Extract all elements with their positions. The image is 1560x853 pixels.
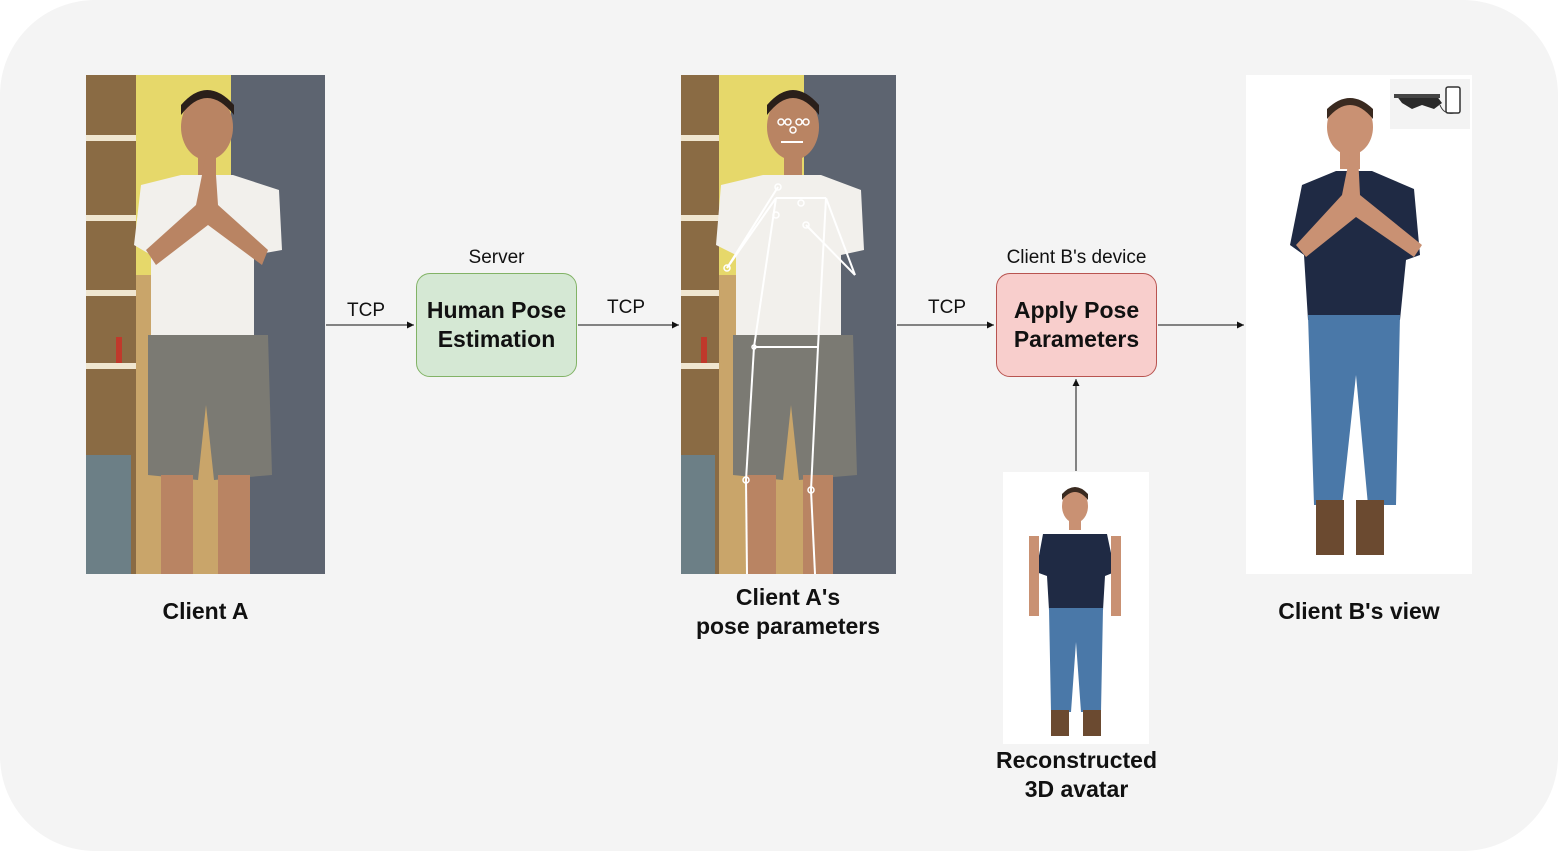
human-pose-estimation-line2: Estimation <box>437 326 556 352</box>
client-a-label: Client A <box>162 598 249 624</box>
tcp-label-3: TCP <box>928 297 966 318</box>
avatar-label-line1: Reconstructed <box>995 747 1158 773</box>
avatar-label-line2: 3D avatar <box>1024 776 1129 802</box>
client-a-pose-photo <box>681 75 896 574</box>
reconstructed-avatar-label: Reconstructed 3D avatar <box>976 746 1177 804</box>
human-pose-estimation-box: Human Pose Estimation <box>416 273 577 377</box>
reconstructed-avatar-image <box>1003 472 1149 744</box>
apply-pose-parameters-line1: Apply Pose <box>1013 297 1140 323</box>
tcp-label-2: TCP <box>607 297 645 318</box>
server-label: Server <box>468 247 525 268</box>
tcp-label-1: TCP <box>347 300 385 321</box>
smartphone-icon <box>1439 86 1461 114</box>
apply-pose-parameters-line2: Parameters <box>1013 326 1140 352</box>
ar-glasses-icon <box>1394 94 1442 109</box>
client-b-device-label: Client B's device <box>1006 247 1147 268</box>
pose-label-line2: pose parameters <box>695 613 881 639</box>
client-a-pose-parameters-label: Client A's pose parameters <box>660 583 916 641</box>
client-b-view-label: Client B's view <box>1278 598 1440 624</box>
human-pose-estimation-line1: Human Pose <box>426 297 567 323</box>
client-b-view-image <box>1246 75 1472 574</box>
apply-pose-parameters-box: Apply Pose Parameters <box>996 273 1157 377</box>
pose-label-line1: Client A's <box>735 584 841 610</box>
client-a-photo <box>86 75 325 574</box>
